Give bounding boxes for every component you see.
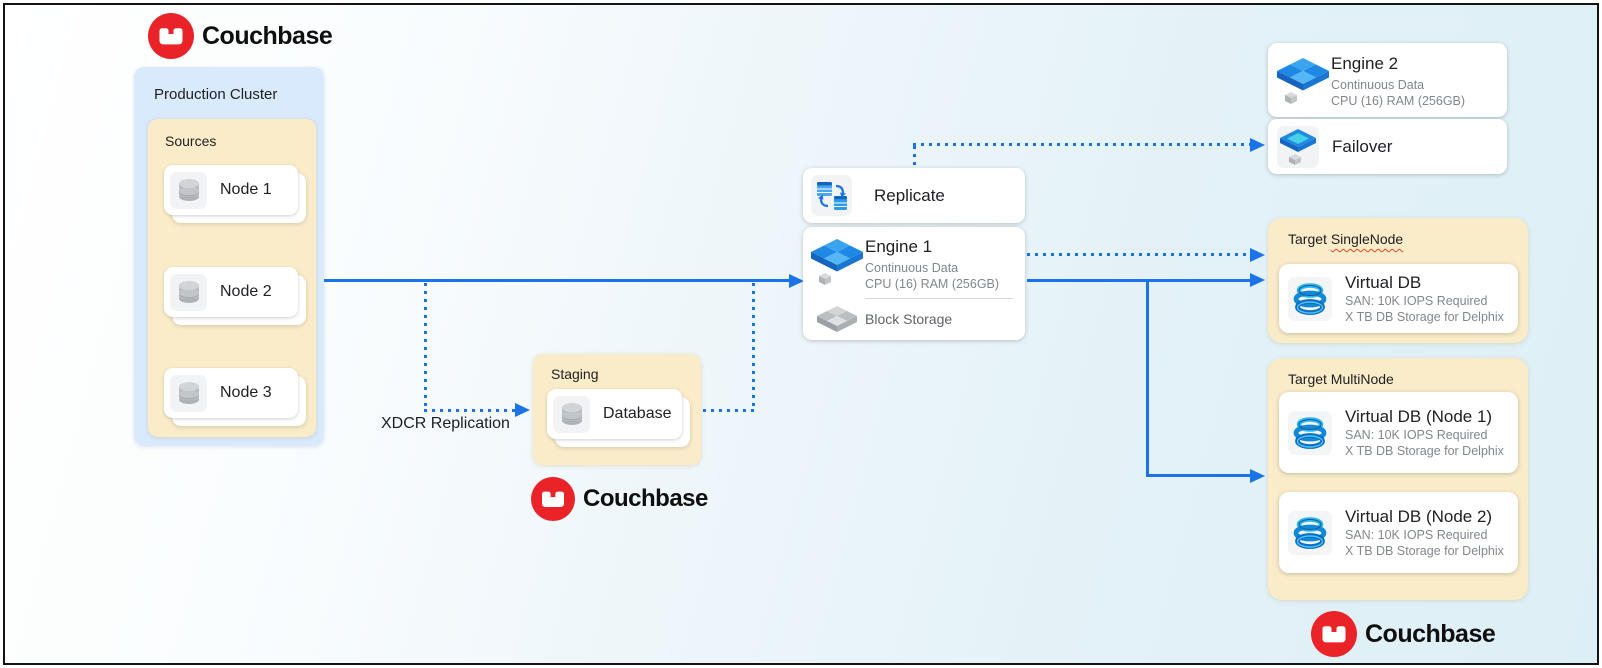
database-card: Database	[547, 389, 690, 447]
virtual-db-icon	[1288, 410, 1332, 455]
node-label: Node 1	[220, 181, 272, 198]
database-icon	[170, 171, 207, 209]
couchbase-wordmark: Couchbase	[583, 485, 708, 512]
xdcr-dotted-horizontal	[424, 409, 516, 412]
staging-title: Staging	[551, 366, 599, 382]
engine1-divider	[865, 298, 1013, 299]
engine-icon	[1277, 58, 1329, 104]
target-singlenode-title: Target SingleNode	[1288, 231, 1403, 247]
couchbase-logo-icon	[148, 13, 194, 59]
virtual-db-icon	[1288, 276, 1332, 321]
replicate-to-failover-dotted-vertical	[913, 146, 916, 168]
virtual-db-node2-title: Virtual DB (Node 2)	[1345, 507, 1493, 526]
staging-return-dotted-vertical	[752, 283, 755, 411]
xdcr-arrow-head	[515, 403, 530, 417]
multinode-arrow-head	[1250, 469, 1265, 483]
virtual-db-node1-subtitle-1: SAN: 10K IOPS Required	[1345, 428, 1488, 442]
couchbase-logo-icon	[531, 477, 575, 521]
virtual-db-node1-subtitle-2: X TB DB Storage for Delphix	[1345, 444, 1504, 458]
engine-icon	[811, 239, 863, 285]
engine2-title: Engine 2	[1331, 54, 1399, 73]
engine2-subtitle-2: CPU (16) RAM (256GB)	[1331, 94, 1466, 108]
replicate-card: Replicate	[803, 168, 1025, 223]
arrow-production-to-engine1-line	[324, 279, 792, 282]
virtual-db-title: Virtual DB	[1345, 273, 1422, 292]
staging-return-dotted-horizontal	[703, 409, 755, 412]
block-storage-icon	[817, 306, 857, 332]
target-singlenode-title-prefix: Target	[1288, 231, 1331, 247]
replicate-icon	[811, 175, 852, 216]
engine1-to-virtualdb-line	[1027, 279, 1251, 282]
virtual-db-icon	[1288, 510, 1332, 555]
virtual-db-card: Virtual DB SAN: 10K IOPS Required X TB D…	[1279, 264, 1518, 333]
production-cluster-title: Production Cluster	[154, 86, 278, 103]
failover-label: Failover	[1332, 137, 1393, 156]
virtual-db-node1-title: Virtual DB (Node 1)	[1345, 407, 1493, 426]
virtual-db-subtitle-1: SAN: 10K IOPS Required	[1345, 294, 1488, 308]
target-singlenode-title-word: SingleNode	[1330, 231, 1404, 247]
branch-to-multinode-horizontal	[1146, 474, 1251, 477]
node-label: Node 3	[220, 384, 272, 401]
node-card-2: Node 2	[164, 267, 306, 325]
node-card-1: Node 1	[164, 165, 306, 223]
failover-icon	[1277, 125, 1319, 168]
replicate-label: Replicate	[874, 186, 945, 205]
arrow-production-to-engine1-head	[789, 274, 804, 288]
target-multinode-box: Target MultiNode Virtual DB (Node 1) SAN…	[1268, 358, 1528, 600]
target-singlenode-box: Target SingleNode Virtual DB SAN: 10K IO…	[1268, 218, 1528, 343]
couchbase-logo-icon	[1311, 611, 1357, 657]
failover-arrow-head	[1250, 138, 1265, 152]
failover-card: Failover	[1268, 119, 1507, 174]
engine2-card: Engine 2 Continuous Data CPU (16) RAM (2…	[1268, 43, 1507, 117]
production-cluster-box: Production Cluster Sources Node 1	[134, 67, 324, 446]
engine1-title: Engine 1	[865, 237, 933, 256]
couchbase-wordmark: Couchbase	[202, 21, 333, 50]
virtualdb-arrow-head	[1250, 273, 1265, 287]
database-icon	[170, 273, 207, 311]
singlenode-dotted-arrow-head	[1250, 248, 1265, 262]
sources-box: Sources Node 1 Node 2	[148, 119, 316, 437]
virtual-db-node1-card: Virtual DB (Node 1) SAN: 10K IOPS Requir…	[1279, 392, 1518, 473]
staging-box: Staging Database	[533, 354, 701, 465]
xdcr-replication-label: XDCR Replication	[381, 415, 510, 432]
target-multinode-title: Target MultiNode	[1288, 371, 1394, 387]
replicate-to-failover-dotted-horizontal	[913, 143, 1250, 146]
couchbase-wordmark: Couchbase	[1365, 619, 1496, 648]
virtual-db-node2-subtitle-2: X TB DB Storage for Delphix	[1345, 544, 1504, 558]
couchbase-logo-staging: Couchbase	[531, 477, 708, 521]
branch-to-multinode-vertical	[1146, 279, 1149, 476]
virtual-db-subtitle-2: X TB DB Storage for Delphix	[1345, 310, 1504, 324]
sources-title: Sources	[165, 133, 217, 149]
database-icon	[553, 395, 590, 433]
virtual-db-node2-card: Virtual DB (Node 2) SAN: 10K IOPS Requir…	[1279, 492, 1518, 573]
node-card-3: Node 3	[164, 368, 306, 426]
database-icon	[170, 374, 207, 412]
engine1-subtitle-2: CPU (16) RAM (256GB)	[865, 277, 1000, 291]
engine1-to-singlenode-dotted	[1027, 253, 1250, 256]
engine2-subtitle-1: Continuous Data	[1331, 78, 1425, 92]
node-label: Node 2	[220, 283, 272, 300]
virtual-db-node2-subtitle-1: SAN: 10K IOPS Required	[1345, 528, 1488, 542]
couchbase-logo-bottom-right: Couchbase	[1311, 611, 1496, 657]
database-label: Database	[603, 405, 672, 422]
couchbase-logo-top-left: Couchbase	[148, 13, 333, 59]
engine1-card: Engine 1 Continuous Data CPU (16) RAM (2…	[803, 227, 1025, 340]
xdcr-dotted-vertical	[424, 283, 427, 411]
engine1-subtitle-1: Continuous Data	[865, 261, 959, 275]
block-storage-label: Block Storage	[865, 311, 953, 327]
